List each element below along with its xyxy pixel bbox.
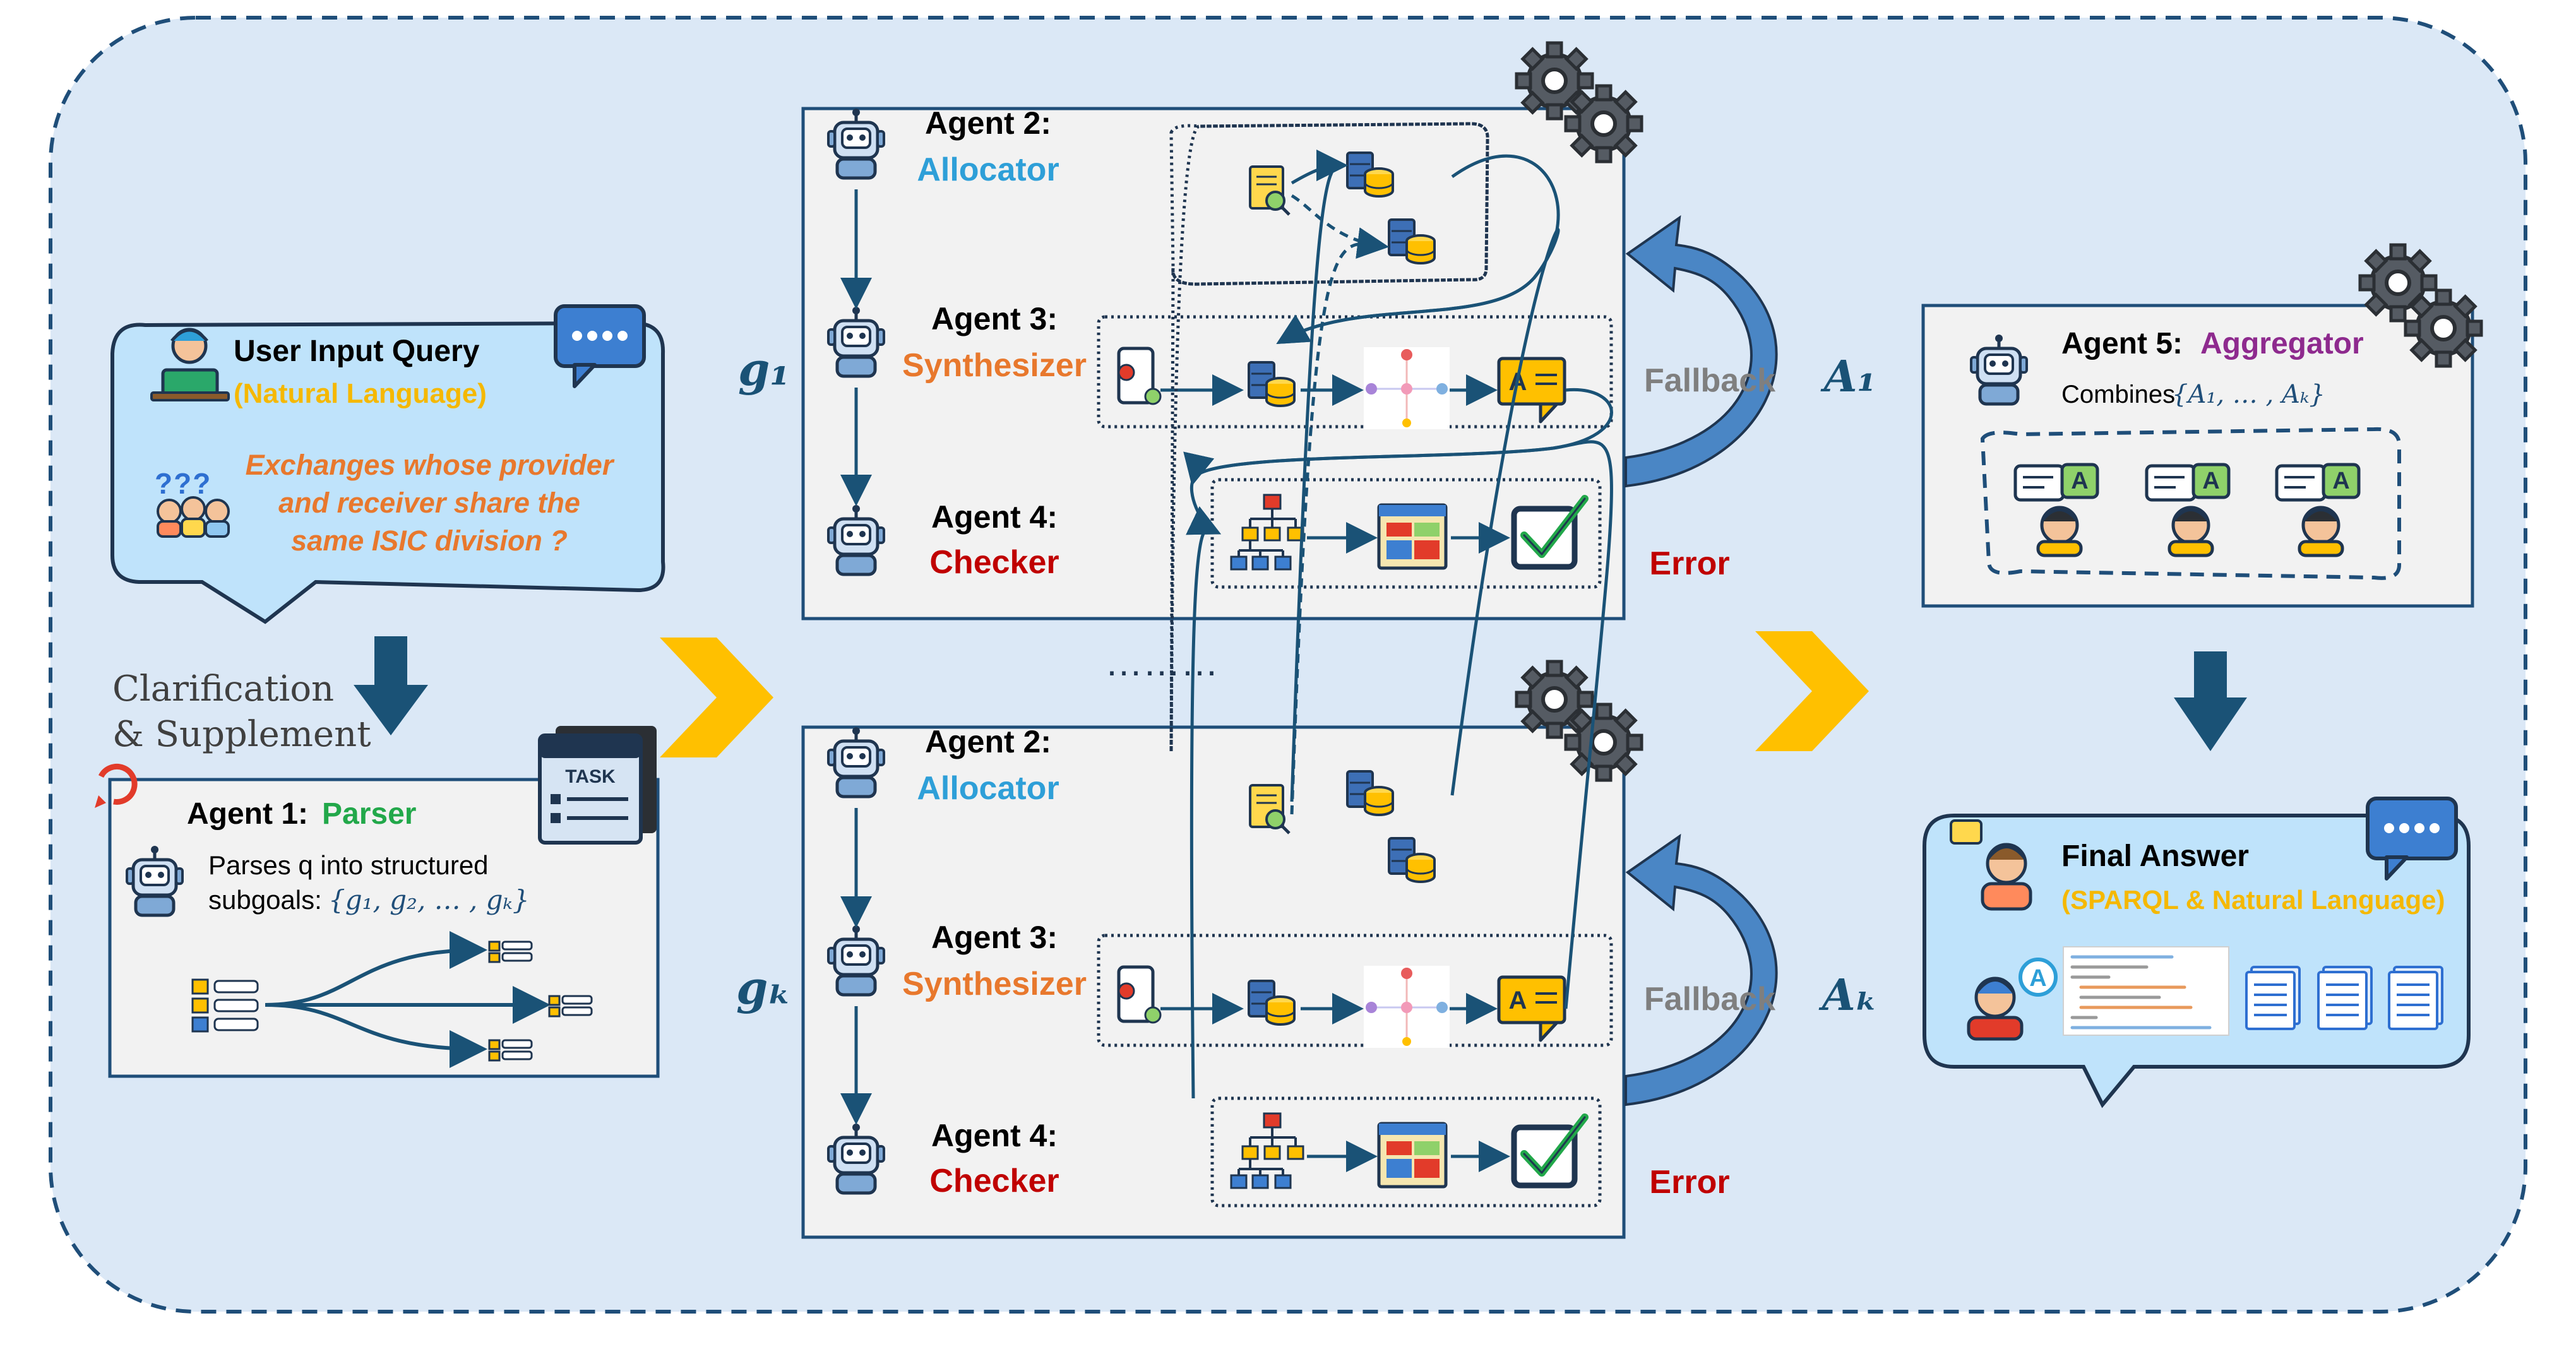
agent-number-label: Agent 4: bbox=[931, 499, 1058, 535]
error-label: Error bbox=[1649, 545, 1729, 582]
subgoal-split-diagram bbox=[191, 931, 593, 1068]
agent-role-label: Synthesizer bbox=[902, 966, 1087, 1002]
checker-flow bbox=[1230, 1112, 1589, 1189]
chevron-arrow-left bbox=[660, 638, 773, 757]
pipeline-ellipsis: ……… bbox=[1105, 641, 1219, 684]
user-question-line-2: and receiver share the bbox=[278, 487, 580, 519]
answer-avatar-icon: A bbox=[1967, 958, 2058, 1041]
user-question-line-3: same ISIC division ? bbox=[291, 525, 568, 557]
aggregator-desc-math: {A₁, … , Aₖ} bbox=[2172, 380, 2325, 409]
agent-role-label: Synthesizer bbox=[902, 347, 1087, 384]
synthesizer-region bbox=[1097, 934, 1613, 1047]
checker-region bbox=[1210, 478, 1602, 589]
aggregator-desc: Combines bbox=[2061, 381, 2175, 408]
user-query-box: User Input Query (Natural Language) ??? … bbox=[110, 306, 665, 624]
sparql-code-snippet bbox=[2063, 946, 2229, 1036]
allocator-region bbox=[1169, 122, 1489, 752]
fallback-arrow bbox=[1625, 215, 1778, 488]
clarification-line-1: Clarification bbox=[112, 668, 334, 709]
clarification-line-2: & Supplement bbox=[112, 714, 371, 755]
subgoal-label: gₖ bbox=[736, 961, 792, 1014]
subgoal-label: g₁ bbox=[738, 342, 790, 396]
aggregator-role-label: Aggregator bbox=[2200, 327, 2364, 360]
confused-people-icon: ??? bbox=[155, 467, 230, 538]
user-query-subtitle: (Natural Language) bbox=[234, 378, 487, 409]
svg-text:???: ??? bbox=[155, 467, 212, 500]
fallback-label: Fallback bbox=[1644, 362, 1775, 399]
fallback-arrow bbox=[1625, 833, 1778, 1107]
gear-icon bbox=[1566, 86, 1642, 162]
agent-number-label: Agent 2: bbox=[925, 724, 1051, 759]
svg-text:A: A bbox=[2029, 965, 2046, 992]
synthesizer-flow: A bbox=[1117, 965, 1566, 1048]
agent-number-label: Agent 4: bbox=[931, 1118, 1058, 1153]
svg-text:A: A bbox=[2071, 468, 2088, 494]
final-answer-title: Final Answer bbox=[2061, 840, 2249, 873]
svg-text:A: A bbox=[2332, 468, 2349, 494]
user-laptop-icon bbox=[150, 328, 230, 401]
agent-role-label: Checker bbox=[929, 1163, 1059, 1199]
user-query-title: User Input Query bbox=[234, 335, 480, 368]
document-icon bbox=[2317, 966, 2373, 1030]
gear-icon-aggregator-2 bbox=[2406, 290, 2481, 366]
answer-chat-icon: A bbox=[2145, 463, 2231, 557]
agent-number-label: Agent 3: bbox=[931, 920, 1058, 955]
agent-role-label: Allocator bbox=[917, 770, 1059, 807]
chevron-arrow-right bbox=[1755, 631, 1869, 751]
down-arrow-query bbox=[354, 636, 428, 735]
document-search-icon bbox=[1250, 785, 1289, 833]
parser-desc-line-2: subgoals: bbox=[208, 885, 322, 915]
agent-number-label: Agent 2: bbox=[925, 105, 1051, 141]
final-user-icon bbox=[1950, 819, 2032, 911]
answer-chat-icon: A bbox=[2275, 463, 2361, 557]
final-answer-box: Final Answer (SPARQL & Natural Language)… bbox=[1923, 798, 2471, 1108]
checker-region bbox=[1210, 1096, 1602, 1208]
document-icon bbox=[2388, 966, 2443, 1030]
final-answer-subtitle: (SPARQL & Natural Language) bbox=[2061, 885, 2445, 915]
refresh-icon bbox=[95, 763, 138, 808]
fallback-label: Fallback bbox=[1644, 981, 1775, 1018]
agent-number-label: Agent 3: bbox=[931, 301, 1058, 336]
outer-panel bbox=[49, 16, 2527, 1314]
user-question-line-1: Exchanges whose provider bbox=[246, 449, 615, 481]
svg-text:A: A bbox=[1509, 987, 1527, 1014]
answer-label: A₁ bbox=[1820, 352, 1876, 402]
answer-label: Aₖ bbox=[1818, 970, 1878, 1021]
answer-chat-icon: A bbox=[2013, 463, 2099, 557]
synthesizer-region bbox=[1097, 315, 1613, 429]
svg-text:TASK: TASK bbox=[565, 766, 616, 787]
document-icon bbox=[2245, 966, 2301, 1030]
parser-role-label: Parser bbox=[322, 797, 416, 831]
agent-role-label: Checker bbox=[929, 544, 1059, 581]
parser-subgoals-math: {g₁, g₂, … , gₖ} bbox=[328, 884, 530, 915]
parser-box: TASK Agent 1: Parser Parses q into struc… bbox=[95, 726, 660, 1078]
document-icons bbox=[2245, 966, 2443, 1030]
parser-desc-line-1: Parses q into structured bbox=[208, 850, 489, 880]
checklist-icon bbox=[191, 978, 259, 1033]
checker-flow bbox=[1230, 494, 1589, 571]
task-window-icon: TASK bbox=[538, 726, 657, 845]
gear-icon bbox=[1566, 704, 1642, 780]
down-arrow-aggregator bbox=[2174, 651, 2247, 751]
parser-agent-label: Agent 1: bbox=[187, 797, 308, 831]
document-search-icon bbox=[1250, 167, 1289, 215]
error-label: Error bbox=[1649, 1164, 1729, 1201]
aggregator-agent-label: Agent 5: bbox=[2061, 327, 2183, 360]
aggregator-box: Agent 5: Aggregator Combines {A₁, … , Aₖ… bbox=[1921, 245, 2481, 608]
agent-role-label: Allocator bbox=[917, 151, 1059, 188]
svg-text:A: A bbox=[2202, 468, 2219, 494]
